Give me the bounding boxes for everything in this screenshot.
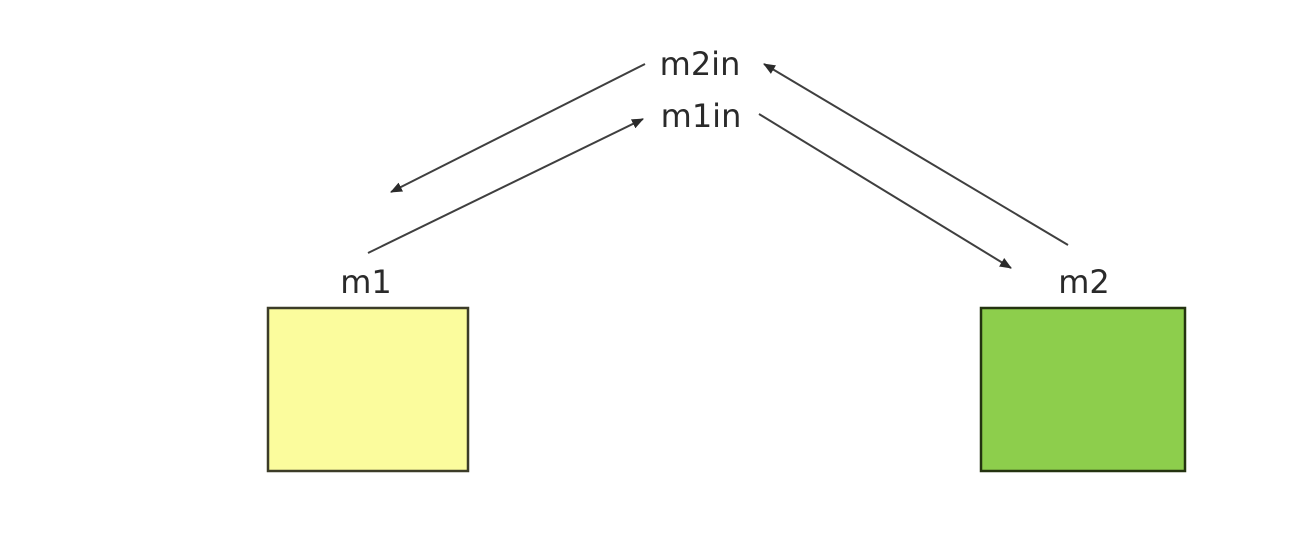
edge-m1-to-m1in-arrow <box>367 118 644 254</box>
edge-m2-to-m2in-arrow <box>763 63 1069 246</box>
node-label-m2: m2 <box>1058 263 1110 301</box>
port-label-m2in: m2in <box>660 45 741 83</box>
node-m1-border <box>266 306 470 473</box>
port-label-m1in: m1in <box>661 97 742 135</box>
node-m2-box <box>981 308 1185 471</box>
node-m1-box <box>268 308 468 471</box>
node-label-m1: m1 <box>340 263 392 301</box>
node-m2-border <box>979 306 1187 473</box>
edge-m1in-to-m2-arrow <box>758 113 1012 269</box>
edge-m2in-to-m1-arrow <box>390 63 646 193</box>
